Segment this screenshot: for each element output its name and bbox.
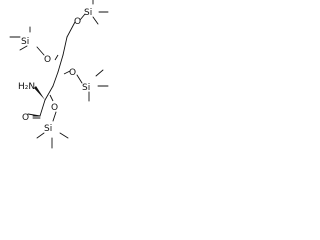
bond-c6-o [66, 21, 76, 38]
methyl-bottom-1 [36, 132, 45, 139]
atom-amino: H₂N [18, 82, 35, 92]
aldehyde-group [32, 115, 41, 119]
atom-si-bottom: Si [44, 124, 52, 134]
carbon-backbone [27, 21, 76, 117]
hash-c3-o [49, 94, 54, 102]
bond-c3-c4 [52, 71, 59, 87]
hash-c5-o [54, 54, 59, 61]
trimethylsilyl-top [79, 0, 109, 25]
methyl-top-3 [92, 16, 99, 25]
methyl-left-1 [19, 45, 28, 51]
methyl-mid-1 [95, 69, 104, 77]
hash-c4-o [63, 70, 71, 75]
bond-o-si-left [36, 46, 45, 56]
bond-o-si-bottom [52, 111, 57, 122]
bond-c4-c5 [57, 54, 64, 73]
bond-c5-c6 [62, 36, 68, 56]
atom-o-left: O [44, 55, 51, 65]
atom-o-bottom: O [51, 103, 58, 113]
trimethylsilyl-bottom [36, 94, 69, 149]
atom-o-top: O [74, 17, 81, 27]
wedge-c2-n [34, 86, 45, 100]
structure-diagram: O Si O Si H₂N O Si O Si O [9, 0, 109, 149]
atom-o-mid: O [69, 68, 76, 78]
bond-c2-c3 [44, 85, 54, 101]
atom-si-mid: Si [82, 83, 90, 93]
bond-o-si-mid [76, 74, 83, 84]
bond-c1-c2 [39, 99, 46, 117]
methyl-bottom-2 [59, 132, 69, 139]
bond-o-si-top [79, 13, 86, 21]
atom-si-top: Si [84, 8, 92, 18]
atom-o-aldehyde: O [22, 113, 29, 123]
atom-si-left: Si [21, 37, 29, 47]
trimethylsilyl-mid [63, 69, 109, 102]
trimethylsilyl-left [9, 26, 59, 61]
